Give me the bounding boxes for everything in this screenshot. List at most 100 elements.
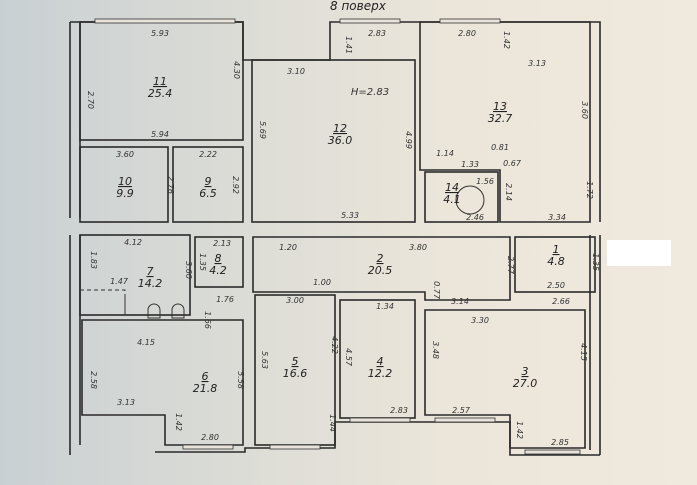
room-number: 11 xyxy=(153,75,167,88)
dimension-label: 1.41 xyxy=(344,36,353,54)
room-number: 2 xyxy=(377,252,384,265)
dimension-label: 2.76 xyxy=(166,176,175,194)
room-9: 96.5 xyxy=(199,175,217,200)
dimension-label: 2.22 xyxy=(199,150,217,159)
room-number: 13 xyxy=(493,100,507,113)
dimension-label: 2.58 xyxy=(89,371,98,389)
dimension-label: 1.56 xyxy=(476,177,494,186)
dimension-label: 4.99 xyxy=(404,131,413,149)
room-1: 14.8 xyxy=(547,243,565,268)
dimension-label: 3.60 xyxy=(580,101,589,119)
dimension-label: 4.15 xyxy=(137,338,155,347)
dimension-label: 1.72 xyxy=(585,181,594,199)
dimension-label: 2.50 xyxy=(547,281,565,290)
room-number: 6 xyxy=(202,370,209,383)
dimension-label: 1.42 xyxy=(174,413,183,431)
room-10: 109.9 xyxy=(116,175,134,200)
room-4: 412.2 xyxy=(368,355,393,380)
dimension-label: 5.33 xyxy=(341,211,359,220)
dimension-label: 1.20 xyxy=(279,243,297,252)
dimension-label: 2.85 xyxy=(551,438,569,447)
dimension-label: 2.83 xyxy=(368,29,386,38)
dimension-label: 1.14 xyxy=(436,149,454,158)
dimension-label: 3.60 xyxy=(184,261,193,279)
dimension-label: 1.33 xyxy=(461,160,479,169)
dimension-label: 1.00 xyxy=(313,278,331,287)
dimension-label: 1.66 xyxy=(203,311,212,329)
dimension-label: 3.60 xyxy=(116,150,134,159)
floor-title: 8 поверх xyxy=(330,0,387,13)
dimension-label: 4.30 xyxy=(232,61,241,79)
dimension-label: 1.35 xyxy=(591,253,600,271)
room-number: 4 xyxy=(377,355,384,368)
room-2: 220.5 xyxy=(368,252,393,277)
dimension-label: 3.80 xyxy=(409,243,427,252)
room-number: 12 xyxy=(333,122,347,135)
room-area: 16.6 xyxy=(283,367,308,380)
dimension-label: 5.94 xyxy=(151,130,169,139)
room-number: 8 xyxy=(215,252,222,265)
dimension-label: 2.14 xyxy=(504,183,513,201)
dimension-label: 3.48 xyxy=(431,341,440,359)
room-7: 714.2 xyxy=(138,265,163,290)
dimension-label: 5.58 xyxy=(236,371,245,389)
dimension-label: 1.76 xyxy=(216,295,234,304)
room-number: 10 xyxy=(118,175,132,188)
room-number: 1 xyxy=(553,243,560,256)
dimension-label: 4.12 xyxy=(124,238,142,247)
room-area: 21.8 xyxy=(193,382,218,395)
dimension-label: 5.93 xyxy=(151,29,169,38)
dimension-label: 2.80 xyxy=(201,433,219,442)
room-area: 20.5 xyxy=(368,264,393,277)
room-8: 84.2 xyxy=(209,252,227,277)
walls xyxy=(69,21,601,456)
dimension-label: 1.83 xyxy=(89,251,98,269)
dimension-label: 4.22 xyxy=(330,336,339,354)
dimension-label: 2.80 xyxy=(458,29,476,38)
room-number: 14 xyxy=(445,181,459,194)
room-number: 9 xyxy=(205,175,212,188)
room-number: 5 xyxy=(292,355,299,368)
dimension-label: 5.63 xyxy=(260,351,269,369)
room-area: 12.2 xyxy=(368,367,393,380)
room-area: 6.5 xyxy=(199,187,217,200)
dimension-label: 2.66 xyxy=(552,297,570,306)
room-5: 516.6 xyxy=(283,355,308,380)
dimension-label: 0.67 xyxy=(503,159,522,168)
dimension-label: 2.13 xyxy=(213,239,231,248)
dimension-label: 0.77 xyxy=(432,281,441,300)
dimension-label: 3.34 xyxy=(548,213,566,222)
dimension-label: 4.57 xyxy=(344,348,353,367)
room-area: 4.1 xyxy=(443,193,461,206)
dimension-label: 4.15 xyxy=(579,343,588,361)
dimension-label: 1.34 xyxy=(376,302,394,311)
dimension-label: 2.92 xyxy=(231,176,240,194)
dimension-label: 1.47 xyxy=(110,277,129,286)
dimension-label: 2.46 xyxy=(466,213,484,222)
room-area: 4.8 xyxy=(547,255,565,268)
dimension-label: 1.35 xyxy=(198,253,207,271)
room-area: 25.4 xyxy=(148,87,173,100)
dimension-label: 3.14 xyxy=(451,297,469,306)
dimension-label: 2.83 xyxy=(390,406,408,415)
windows xyxy=(94,18,581,455)
room-3: 327.0 xyxy=(513,365,538,390)
room-number: 7 xyxy=(147,265,154,278)
dimension-label: 3.13 xyxy=(528,59,546,68)
room-area: 27.0 xyxy=(513,377,538,390)
dimension-label: 2.77 xyxy=(506,256,515,275)
room-number: 3 xyxy=(522,365,529,378)
dimension-label: 2.70 xyxy=(86,91,95,109)
room-area: 9.9 xyxy=(116,187,134,200)
room-area: 36.0 xyxy=(328,134,353,147)
redaction-box xyxy=(607,240,671,266)
room-area: 32.7 xyxy=(488,112,513,125)
dimension-label: 1.42 xyxy=(515,421,524,439)
room-area: 14.2 xyxy=(138,277,163,290)
dimension-label: 2.57 xyxy=(452,406,471,415)
room-6: 621.8 xyxy=(193,370,218,395)
